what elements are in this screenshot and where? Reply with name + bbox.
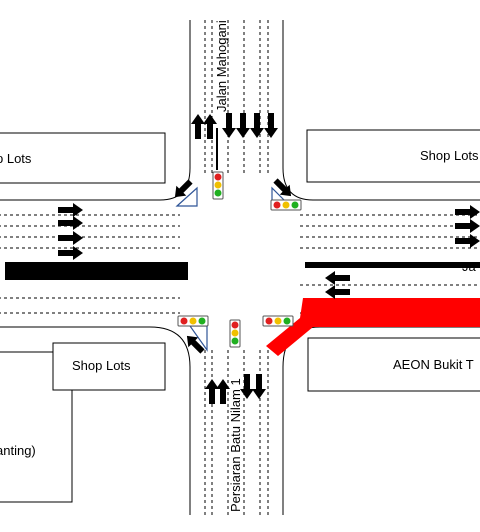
building-se: AEON Bukit T: [307, 337, 480, 392]
arrow-right-icon: [455, 205, 480, 219]
building-sw-large-label: anting): [0, 443, 36, 458]
road-label-north: Jalan Mahogani: [214, 20, 229, 112]
traffic-signal-southwest: [177, 315, 209, 327]
building-sw-small: Shop Lots: [52, 342, 166, 391]
highlight-lane: [266, 298, 480, 356]
building-se-label: AEON Bukit T: [393, 357, 474, 372]
arrow-right-icon: [58, 216, 83, 230]
median-east: [305, 262, 480, 268]
arrow-diagonal-icon: [186, 335, 205, 354]
arrow-down-icon: [264, 113, 278, 138]
arrow-up-icon: [205, 379, 219, 404]
lane-markings: [0, 20, 480, 515]
arrow-down-icon: [250, 113, 264, 138]
traffic-signal-south: [229, 319, 241, 348]
arrow-right-icon: [455, 219, 480, 233]
arrow-down-icon: [222, 113, 236, 138]
arrow-left-icon: [325, 285, 350, 299]
building-ne: Shop Lots: [306, 129, 480, 183]
arrow-down-icon: [236, 113, 250, 138]
arrow-right-icon: [455, 234, 480, 248]
traffic-signal-north: [212, 171, 224, 200]
building-nw-label: p Lots: [0, 151, 32, 166]
arrow-up-icon: [191, 114, 205, 139]
road-label-south: Persiaran Batu Nilam 1: [228, 378, 243, 512]
arrow-left-icon: [325, 271, 350, 285]
building-nw: p Lots: [0, 132, 166, 184]
median-west: [5, 262, 188, 280]
building-sw-large: anting): [0, 351, 73, 503]
road-label-east: Ja: [462, 259, 477, 274]
traffic-signal-southeast: [262, 315, 294, 327]
arrow-diagonal-icon: [273, 178, 292, 197]
traffic-signal-northeast: [270, 199, 302, 211]
building-sw-small-label: Shop Lots: [72, 358, 131, 373]
arrow-down-icon: [252, 374, 266, 399]
island-triangle: [175, 186, 198, 207]
arrow-right-icon: [58, 231, 83, 245]
building-ne-label: Shop Lots: [420, 148, 479, 163]
arrow-diagonal-icon: [174, 179, 193, 198]
